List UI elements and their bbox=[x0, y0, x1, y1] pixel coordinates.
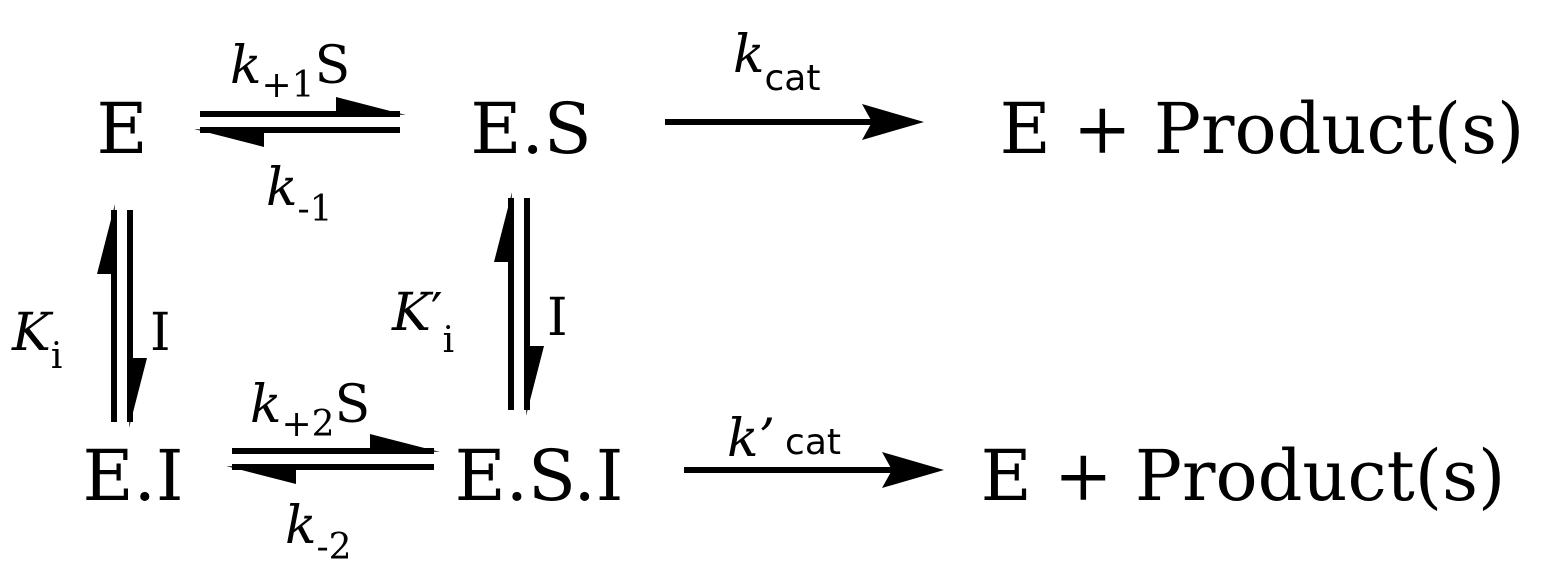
node-enzyme-inhibitor: E.I bbox=[82, 435, 183, 517]
rate-label-k-plus-2: k+2S bbox=[250, 375, 370, 445]
rate-label-k-prime-cat: k’cat bbox=[727, 409, 841, 469]
rate-label-K-prime-i: K′i bbox=[391, 283, 454, 361]
rate-label-k-minus-2: k-2 bbox=[285, 496, 352, 568]
node-enzyme-substrate-inhibitor: E.S.I bbox=[455, 435, 624, 517]
rate-label-k-cat: kcat bbox=[733, 25, 820, 99]
inhibitor-label-left: I bbox=[150, 303, 171, 363]
rate-label-k-plus-1: k+1S bbox=[230, 36, 350, 106]
equilibrium-arrow-es-esi bbox=[494, 192, 544, 416]
reaction-arrow-kcat bbox=[665, 104, 924, 140]
rate-label-k-minus-1: k-1 bbox=[266, 158, 333, 230]
node-enzyme: E bbox=[96, 88, 147, 170]
rate-label-K-i: Ki bbox=[11, 303, 62, 377]
equilibrium-arrow-e-es bbox=[194, 97, 406, 147]
reaction-arrow-kprime-cat bbox=[684, 452, 944, 488]
equilibrium-arrow-e-ei bbox=[97, 204, 147, 428]
inhibitor-label-right: I bbox=[547, 288, 568, 348]
node-enzyme-substrate: E.S bbox=[470, 88, 591, 170]
equilibrium-arrow-ei-esi bbox=[226, 434, 440, 484]
node-products-bottom: E + Product(s) bbox=[981, 435, 1506, 517]
node-products-top: E + Product(s) bbox=[1000, 88, 1525, 170]
